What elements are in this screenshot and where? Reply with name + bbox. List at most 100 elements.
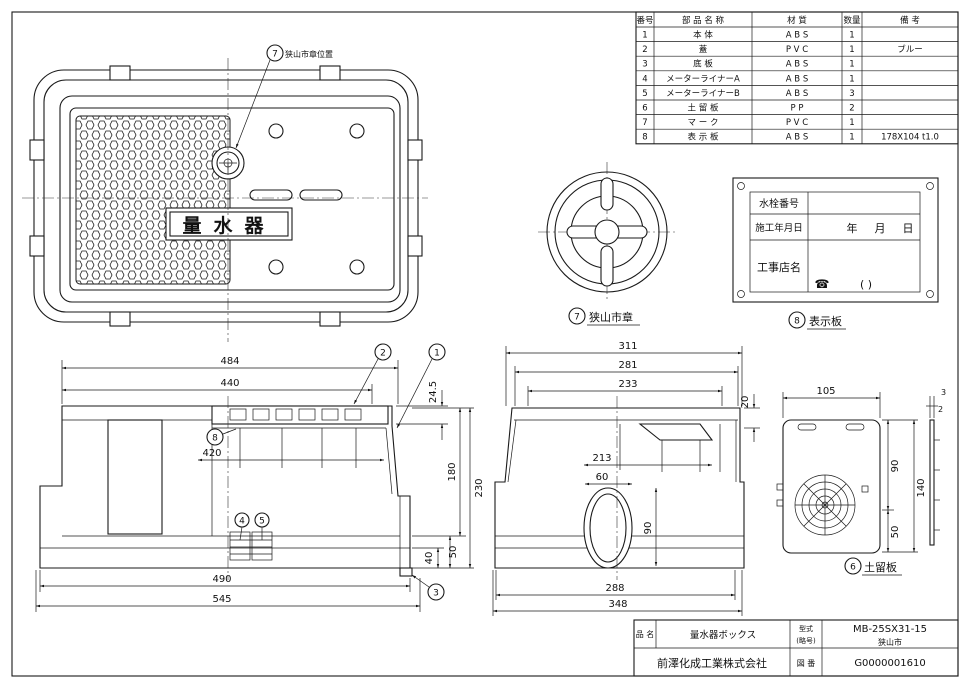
callout-7-emblem-position: 7 狭山市章位置 xyxy=(235,44,333,149)
table-row: 1 本 体 A B S 1 xyxy=(642,30,854,41)
dim-2: 2 xyxy=(938,405,943,414)
pipe-opening xyxy=(583,487,633,569)
model-label: 型式 xyxy=(799,624,813,633)
dim-50: 50 xyxy=(448,546,459,559)
callout-6-retaining-plate: 6 土留板 xyxy=(844,557,902,576)
plate-dimension-lines xyxy=(782,392,938,553)
hanging-ribs xyxy=(239,428,357,468)
callout-4: 4 xyxy=(234,512,250,541)
row-material: A B S xyxy=(786,133,808,143)
table-row: 8 表 示 板 A B S 1 178X104 t1.0 xyxy=(642,132,939,143)
faucet-no-label: 水栓番号 xyxy=(759,197,799,210)
dim-90: 90 xyxy=(643,522,654,535)
row-material: A B S xyxy=(786,89,808,99)
emblem-outer-ring xyxy=(546,171,668,293)
lid-label-box xyxy=(165,207,293,241)
header-no: 番号 xyxy=(636,15,653,26)
dim-420: 420 xyxy=(202,448,221,459)
row-no: 3 xyxy=(642,60,647,70)
month-label: 月 xyxy=(875,222,886,235)
lid-outline xyxy=(59,95,401,303)
drawing-number: G0000001610 xyxy=(854,658,925,669)
callout-2: 2 xyxy=(353,343,392,405)
table-row: 7 マ ー ク P V C 1 xyxy=(642,118,854,128)
row-name: マ ー ク xyxy=(688,118,719,128)
callout-number: 7 xyxy=(272,50,278,60)
callout-5: 5 xyxy=(254,512,270,540)
display-plate-view: 水栓番号 施工年月日 年 月 日 工事店名 ☎ ( ) 8 表示板 xyxy=(732,177,939,330)
front-view: 484 440 24.5 420 180 230 40 50 490 545 2… xyxy=(35,343,485,612)
dim-3: 3 xyxy=(941,388,946,397)
row-name: 土 留 板 xyxy=(688,103,719,114)
drain-grille xyxy=(794,474,856,536)
retaining-plate-slots xyxy=(797,423,865,431)
plan-view: 量水器 7 狭山市章位置 xyxy=(22,44,428,342)
side-inner-wall-left xyxy=(507,419,517,483)
dim-105: 105 xyxy=(816,386,835,397)
lid-ribs xyxy=(229,408,362,421)
phone-icon: ☎ xyxy=(815,277,830,291)
row-no: 1 xyxy=(642,31,647,41)
callout-number: 2 xyxy=(380,349,386,359)
callout-number: 1 xyxy=(434,349,440,359)
year-label: 年 xyxy=(847,221,858,235)
title-block: 品 名 量水器ボックス 型式 (略号) MB-25SX31-15 狭山市 前澤化… xyxy=(633,619,959,677)
row-qty: 1 xyxy=(849,118,854,128)
row-qty: 1 xyxy=(849,31,854,41)
callout-1: 1 xyxy=(396,343,446,429)
dim-281: 281 xyxy=(618,360,637,371)
row-material: A B S xyxy=(786,74,808,84)
row-name: メーターライナーB xyxy=(666,89,740,99)
display-plate-outline xyxy=(732,177,939,303)
table-row: 5 メーターライナーB A B S 3 xyxy=(642,89,854,99)
side-ribs xyxy=(619,424,721,472)
row-name: メーターライナーA xyxy=(666,74,740,84)
row-name: 本 体 xyxy=(693,30,713,41)
company-name: 前澤化成工業株式会社 xyxy=(657,656,767,670)
callout-number: 3 xyxy=(433,589,439,599)
dim-490: 490 xyxy=(212,574,231,585)
parts-table: 番号 部 品 名 称 材 質 数量 備 考 1 本 体 A B S 1 2 蓋 … xyxy=(635,11,959,145)
product-name-label: 品 名 xyxy=(636,629,655,639)
dim-484: 484 xyxy=(220,356,239,367)
callout-number: 6 xyxy=(850,563,856,573)
callout-8-display-plate: 8 表示板 xyxy=(788,311,846,330)
header-qty: 数量 xyxy=(843,15,861,26)
dim-233: 233 xyxy=(618,379,637,390)
parts-table-grid xyxy=(636,12,958,144)
row-no: 2 xyxy=(642,45,647,55)
dim-180: 180 xyxy=(447,462,458,481)
row-qty: 1 xyxy=(849,45,854,55)
display-plate-grid xyxy=(749,191,921,293)
dim-288: 288 xyxy=(605,583,624,594)
honeycomb-pattern xyxy=(75,115,231,285)
side-dimension-lines xyxy=(492,346,760,616)
row-qty: 1 xyxy=(849,133,854,143)
body-outline xyxy=(39,405,411,569)
emblem-top-slot xyxy=(600,177,614,211)
dim-213: 213 xyxy=(592,453,611,464)
callout-label: 表示板 xyxy=(809,314,842,328)
retaining-plate-view: 105 3 2 90 140 50 6 土留板 xyxy=(776,386,946,576)
dim-50-plate: 50 xyxy=(890,526,901,539)
callout-number: 8 xyxy=(794,317,800,327)
row-no: 4 xyxy=(642,74,647,84)
emblem-center xyxy=(594,219,620,245)
city-emblem-view: 7 狭山市章 xyxy=(538,162,676,326)
row-no: 7 xyxy=(642,118,647,128)
header-name: 部 品 名 称 xyxy=(682,15,725,26)
row-name: 蓋 xyxy=(699,44,708,55)
row-qty: 2 xyxy=(849,104,854,114)
contractor-label: 工事店名 xyxy=(757,260,801,274)
side-lid-catch xyxy=(638,423,714,441)
dim-545: 545 xyxy=(212,594,231,605)
table-row: 2 蓋 P V C 1 ブルー xyxy=(642,44,922,55)
row-no: 8 xyxy=(642,133,647,143)
side-view: 311 281 233 20 213 60 90 288 348 xyxy=(492,341,760,616)
retaining-plate-tabs xyxy=(776,483,869,507)
row-no: 5 xyxy=(642,89,647,99)
model-number: MB-25SX31-15 xyxy=(853,624,927,635)
row-note: 178X104 t1.0 xyxy=(881,133,939,143)
dim-24-5: 24.5 xyxy=(428,381,439,403)
